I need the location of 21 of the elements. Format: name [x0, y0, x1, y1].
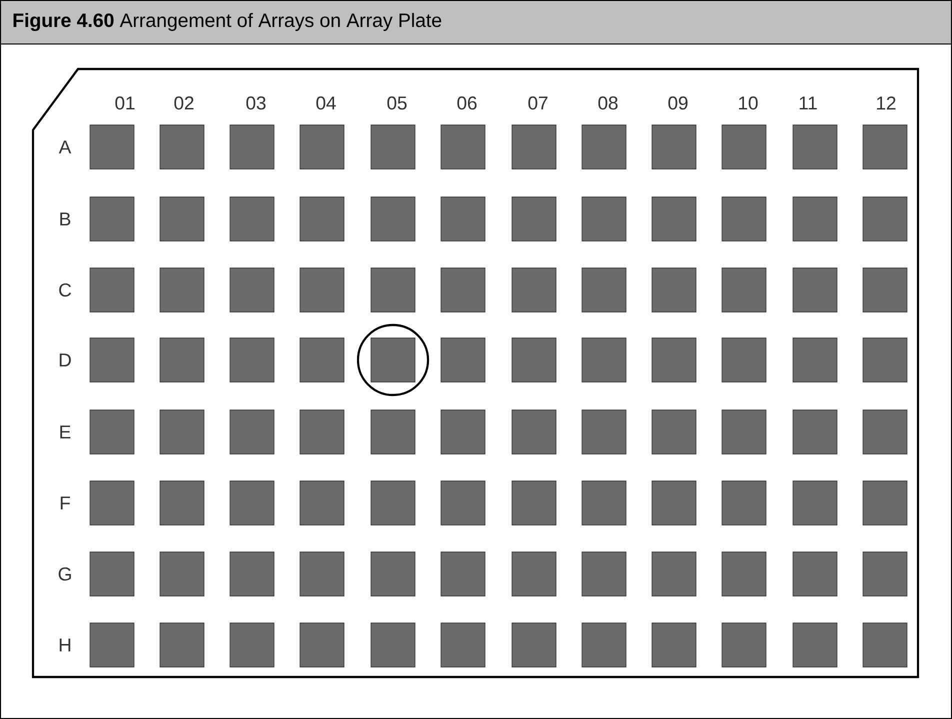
- figure-title: Figure 4.60 Arrangement of Arrays on Array Plate: [14, 12, 442, 32]
- column-number: 11: [800, 96, 817, 110]
- column-number: 09: [668, 96, 688, 110]
- column-number: 10: [739, 96, 758, 110]
- column-number: 02: [174, 96, 194, 110]
- row-letter: E: [60, 426, 70, 438]
- row-letter: C: [59, 283, 72, 297]
- row-letter: A: [58, 140, 72, 154]
- column-number: 06: [457, 96, 477, 110]
- row-letter: D: [60, 354, 71, 366]
- column-number: 03: [246, 96, 266, 110]
- column-number: 08: [598, 96, 618, 110]
- row-letter: F: [60, 496, 70, 510]
- column-number: 04: [316, 96, 336, 110]
- row-letter: H: [60, 638, 70, 652]
- column-number: 12: [877, 96, 896, 110]
- column-number: 01: [115, 96, 134, 110]
- column-number: 05: [387, 96, 407, 110]
- row-letter: B: [60, 212, 70, 226]
- row-letter: G: [58, 567, 71, 581]
- column-number: 07: [528, 96, 548, 110]
